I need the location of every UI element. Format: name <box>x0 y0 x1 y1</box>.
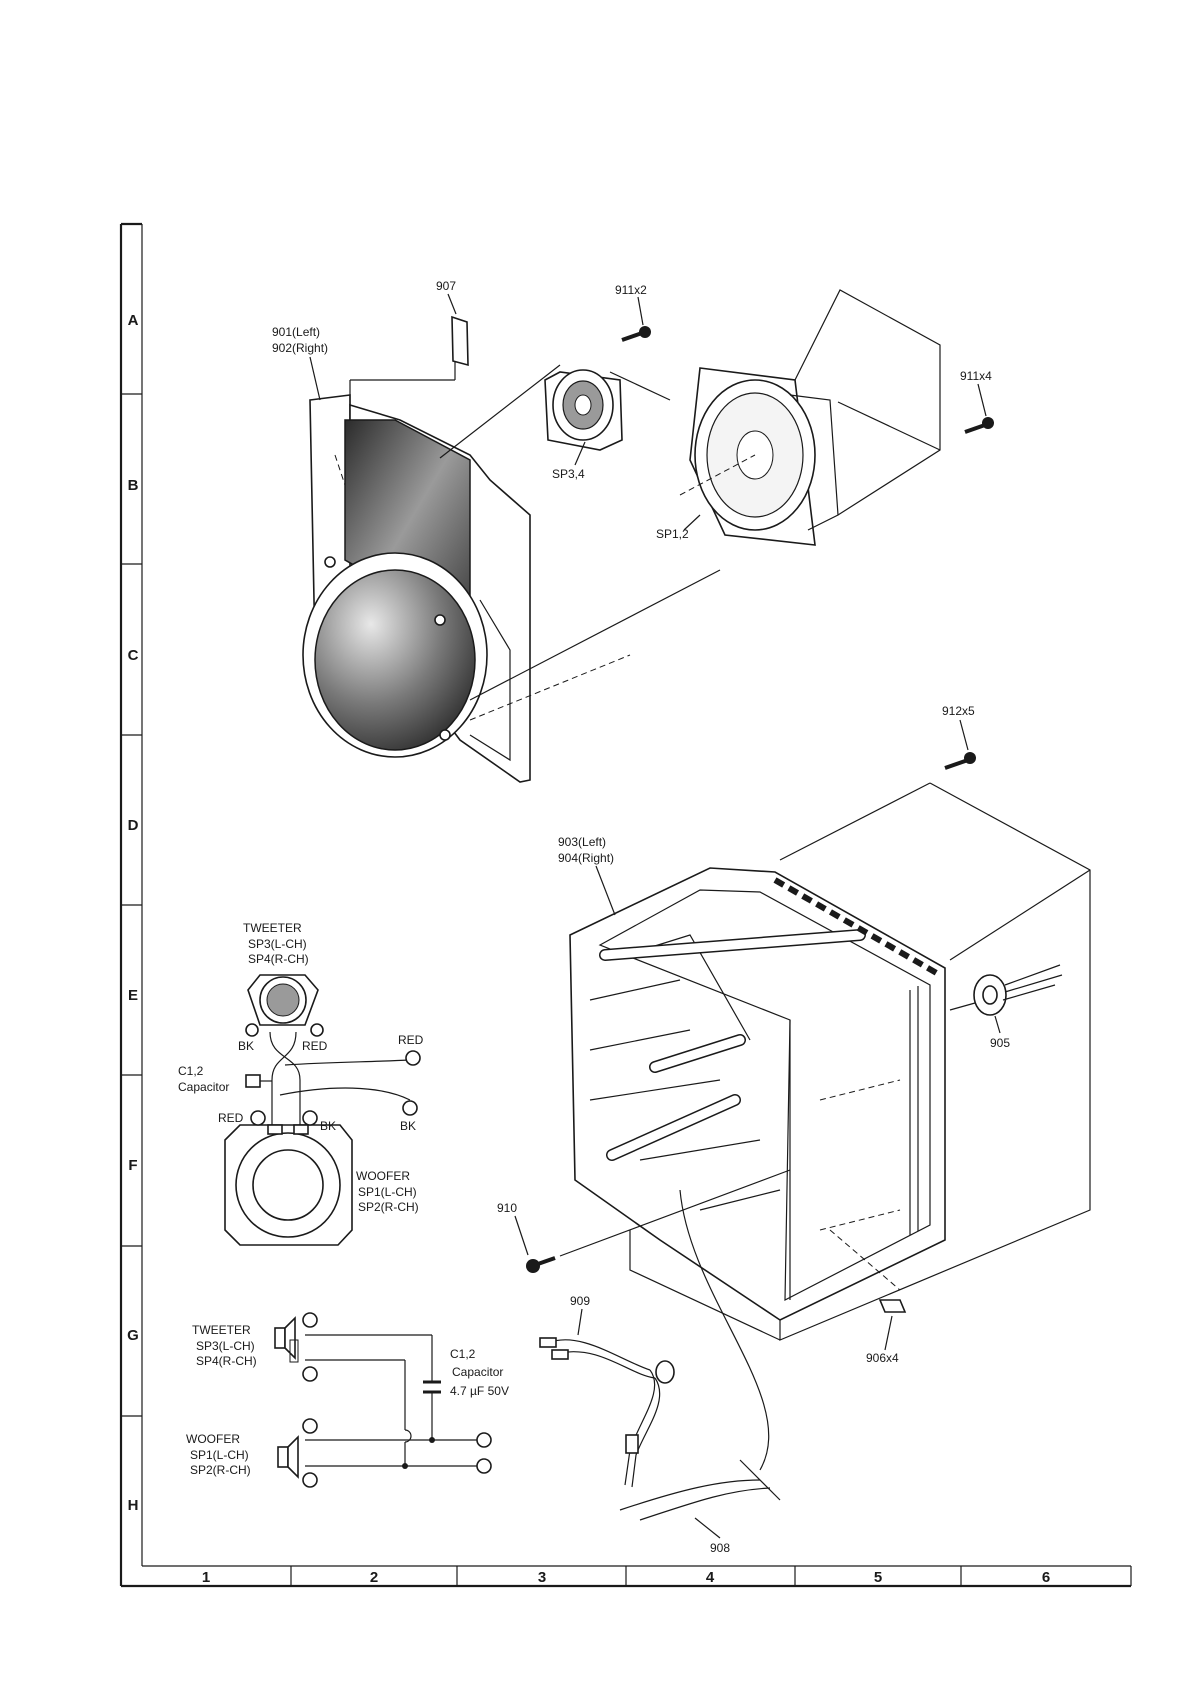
col-label-3: 3 <box>538 1569 546 1586</box>
screw-911x4 <box>965 417 994 432</box>
label-909: 909 <box>570 1294 590 1308</box>
label-908: 908 <box>710 1541 730 1555</box>
label-906x4: 906x4 <box>866 1351 899 1365</box>
label-910: 910 <box>497 1201 517 1215</box>
wiring-red-left: RED <box>218 1111 244 1125</box>
label-901: 901(Left) <box>272 325 320 339</box>
sch-tweeter-l: SP3(L-CH) <box>196 1339 255 1353</box>
row-label-a: A <box>128 312 139 329</box>
sch-c12: C1,2 <box>450 1347 476 1361</box>
wiring-c12: C1,2 <box>178 1064 204 1078</box>
wiring-woofer-r: SP2(R-CH) <box>358 1200 419 1214</box>
label-903: 903(Left) <box>558 835 606 849</box>
wiring-schematic <box>275 1313 491 1487</box>
col-label-6: 6 <box>1042 1569 1050 1586</box>
label-911x2: 911x2 <box>615 283 647 297</box>
col-label-4: 4 <box>706 1569 715 1586</box>
col-label-2: 2 <box>370 1569 378 1586</box>
sch-cap-value: 4.7 µF 50V <box>450 1384 509 1398</box>
label-911x4: 911x4 <box>960 369 992 383</box>
tweeter-sp34 <box>545 370 670 450</box>
wiring-bk-top: BK <box>238 1039 254 1053</box>
label-sp34: SP3,4 <box>552 467 585 481</box>
wiring-red-right: RED <box>398 1033 424 1047</box>
row-label-f: F <box>128 1157 137 1174</box>
wiring-capacitor: Capacitor <box>178 1080 229 1094</box>
screw-911x2 <box>622 326 651 340</box>
row-label-e: E <box>128 987 138 1004</box>
front-baffle <box>303 340 720 782</box>
label-902: 902(Right) <box>272 341 328 355</box>
sch-woofer-r: SP2(R-CH) <box>190 1463 251 1477</box>
sch-woofer-l: SP1(L-CH) <box>190 1448 249 1462</box>
row-label-c: C <box>128 647 139 664</box>
wiring-red-top: RED <box>302 1039 328 1053</box>
wiring-bk-right: BK <box>400 1119 416 1133</box>
sch-tweeter-title: TWEETER <box>192 1323 251 1337</box>
wiring-woofer-l: SP1(L-CH) <box>358 1185 417 1199</box>
screw-912x5 <box>945 752 976 768</box>
sch-tweeter-r: SP4(R-CH) <box>196 1354 257 1368</box>
wiring-tweeter-title: TWEETER <box>243 921 302 935</box>
wiring-tweeter-r: SP4(R-CH) <box>248 952 309 966</box>
sch-capacitor: Capacitor <box>452 1365 503 1379</box>
row-label-g: G <box>127 1327 139 1344</box>
woofer-sp12 <box>680 290 940 545</box>
label-sp12: SP1,2 <box>656 527 689 541</box>
label-912x5: 912x5 <box>942 704 975 718</box>
foot-pad-906 <box>880 1300 905 1312</box>
wiring-tweeter-l: SP3(L-CH) <box>248 937 307 951</box>
row-label-b: B <box>128 477 139 494</box>
label-905: 905 <box>990 1036 1010 1050</box>
wiring-woofer-title: WOOFER <box>356 1169 410 1183</box>
front-cabinet-shell <box>570 868 945 1320</box>
row-label-d: D <box>128 817 139 834</box>
label-904: 904(Right) <box>558 851 614 865</box>
sch-woofer-title: WOOFER <box>186 1432 240 1446</box>
wire-harness-909 <box>540 1338 674 1487</box>
label-907: 907 <box>436 279 456 293</box>
col-label-1: 1 <box>202 1569 210 1586</box>
terminal-905 <box>950 965 1062 1015</box>
wiring-bk-mid: BK <box>320 1119 336 1133</box>
row-label-h: H <box>128 1497 139 1514</box>
col-label-5: 5 <box>874 1569 882 1586</box>
part-907-pad <box>452 317 468 365</box>
